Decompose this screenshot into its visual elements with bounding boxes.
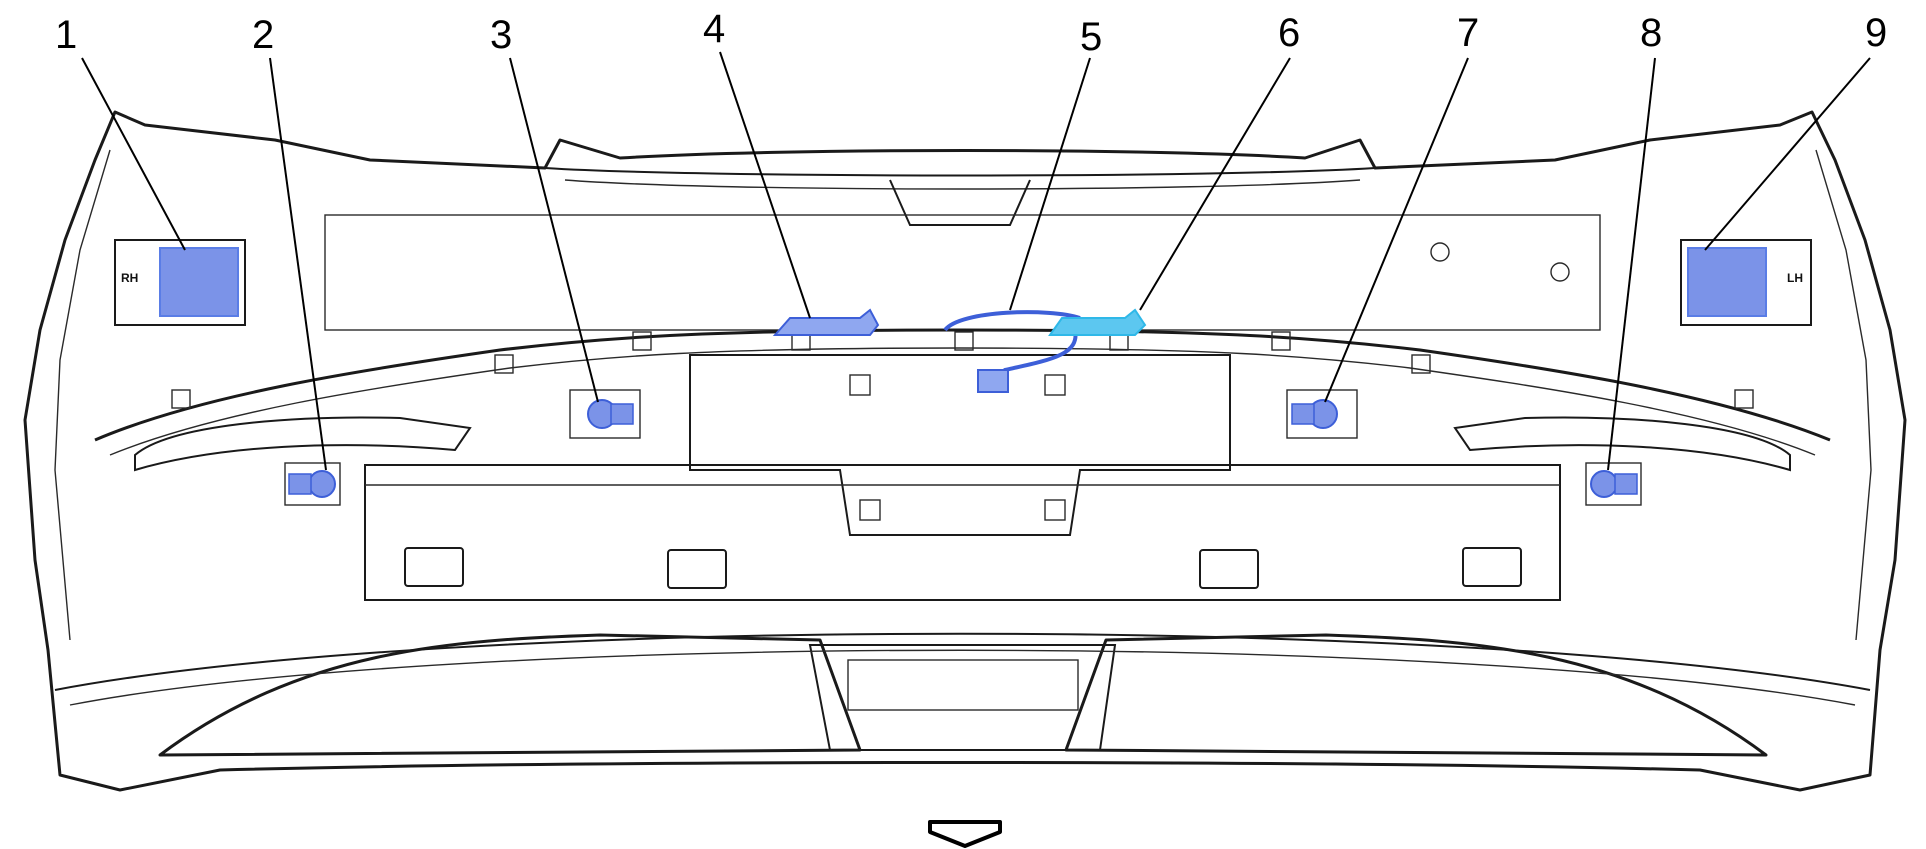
- latch-tab: [404, 547, 464, 587]
- right-side-sensor: RH: [114, 239, 246, 326]
- retainer-clip: [494, 354, 514, 374]
- side-radar-sensor: [159, 247, 239, 317]
- sensor-bezel: [1286, 389, 1358, 439]
- center-exhaust-inner: [847, 659, 1079, 711]
- lower-panel: [364, 464, 1561, 601]
- right-side-inner: [1815, 149, 1872, 641]
- park-assist-sensor-3: [569, 389, 641, 439]
- upper-panel: [324, 214, 1601, 331]
- lower-diffuser: [158, 633, 862, 757]
- mid-ridge: [94, 328, 1831, 442]
- side-label-rh: RH: [121, 271, 138, 285]
- mount-tab: [1044, 499, 1066, 521]
- retainer-clip: [1411, 354, 1431, 374]
- center-exhaust-cutout: [808, 644, 1117, 751]
- park-assist-sensor-7: [1286, 389, 1358, 439]
- harness-plug: [977, 369, 1009, 393]
- sensor-connector: [1291, 403, 1315, 425]
- lower-edge-line: [54, 632, 1871, 691]
- side-radar-sensor: [1687, 247, 1767, 317]
- park-assist-sensor-8: [1585, 462, 1642, 506]
- callout-3: 3: [490, 13, 512, 57]
- lower-edge-inner: [69, 649, 1856, 706]
- park-assist-sensor-2: [284, 462, 341, 506]
- upper-fascia-line: [544, 167, 1376, 177]
- license-plate-area: [689, 354, 1231, 536]
- leader-9: [1704, 57, 1871, 251]
- side-label-lh: LH: [1787, 271, 1803, 285]
- sensor-eye: [308, 470, 336, 498]
- forward-arrow-icon: [928, 820, 1002, 848]
- retainer-clip: [632, 331, 652, 351]
- sensor-bezel: [1585, 462, 1642, 506]
- sensor-connector: [1614, 473, 1638, 495]
- upper-fascia-inner: [564, 179, 1361, 190]
- callout-7: 7: [1457, 11, 1479, 55]
- sensor-housing: [1680, 239, 1812, 326]
- callout-1: 1: [55, 13, 77, 57]
- harness-wire-5: [943, 310, 1081, 332]
- park-assist-sensors: [284, 389, 1642, 506]
- leader-8: [1607, 57, 1656, 471]
- callout-2: 2: [252, 13, 274, 57]
- callout-8: 8: [1640, 11, 1662, 55]
- left-side-sensor: LH: [1680, 239, 1812, 326]
- left-side-inner: [54, 149, 111, 641]
- retainer-clip: [1271, 331, 1291, 351]
- wiring-harness: [772, 308, 1147, 393]
- callout-numbers: 1 2 3 4 5 6 7 8 9: [55, 7, 1887, 59]
- bumper-body: [23, 110, 1907, 792]
- callout-4: 4: [703, 7, 725, 51]
- sensor-eye: [1590, 470, 1618, 498]
- mid-ridge-inner: [109, 347, 1816, 456]
- harness-wire-5-lower: [983, 329, 1078, 387]
- leader-5: [1009, 57, 1091, 311]
- mount-tab: [849, 374, 871, 396]
- callout-leaders: [81, 51, 1871, 471]
- callout-5: 5: [1080, 15, 1102, 59]
- latch-tab: [667, 549, 727, 589]
- callout-9: 9: [1865, 11, 1887, 55]
- mount-hole: [1430, 242, 1450, 262]
- sensor-connector: [288, 473, 312, 495]
- sensor-bezel: [284, 462, 341, 506]
- latch-tab: [1199, 549, 1259, 589]
- mount-tab: [1044, 374, 1066, 396]
- left-reflector: [134, 416, 472, 472]
- mount-tab: [859, 499, 881, 521]
- retainer-clip: [954, 331, 974, 351]
- sensor-bezel: [569, 389, 641, 439]
- right-reflector: [1453, 416, 1791, 472]
- retainer-clip: [1734, 389, 1754, 409]
- latch-tab: [1462, 547, 1522, 587]
- latch-tabs: [404, 547, 1522, 589]
- harness-connector-6: [1048, 308, 1147, 336]
- leader-7: [1324, 57, 1469, 403]
- harness-connector-4: [772, 308, 880, 336]
- center-notch: [889, 179, 1031, 226]
- retainer-clip: [171, 389, 191, 409]
- bumper-outline: [23, 110, 1907, 792]
- leader-6: [1139, 57, 1291, 311]
- leader-1: [81, 57, 186, 251]
- callout-6: 6: [1278, 11, 1300, 55]
- leader-2: [269, 57, 327, 471]
- leader-3: [509, 57, 599, 403]
- mount-hole: [1550, 262, 1570, 282]
- leader-4: [719, 51, 811, 319]
- sensor-connector: [610, 403, 634, 425]
